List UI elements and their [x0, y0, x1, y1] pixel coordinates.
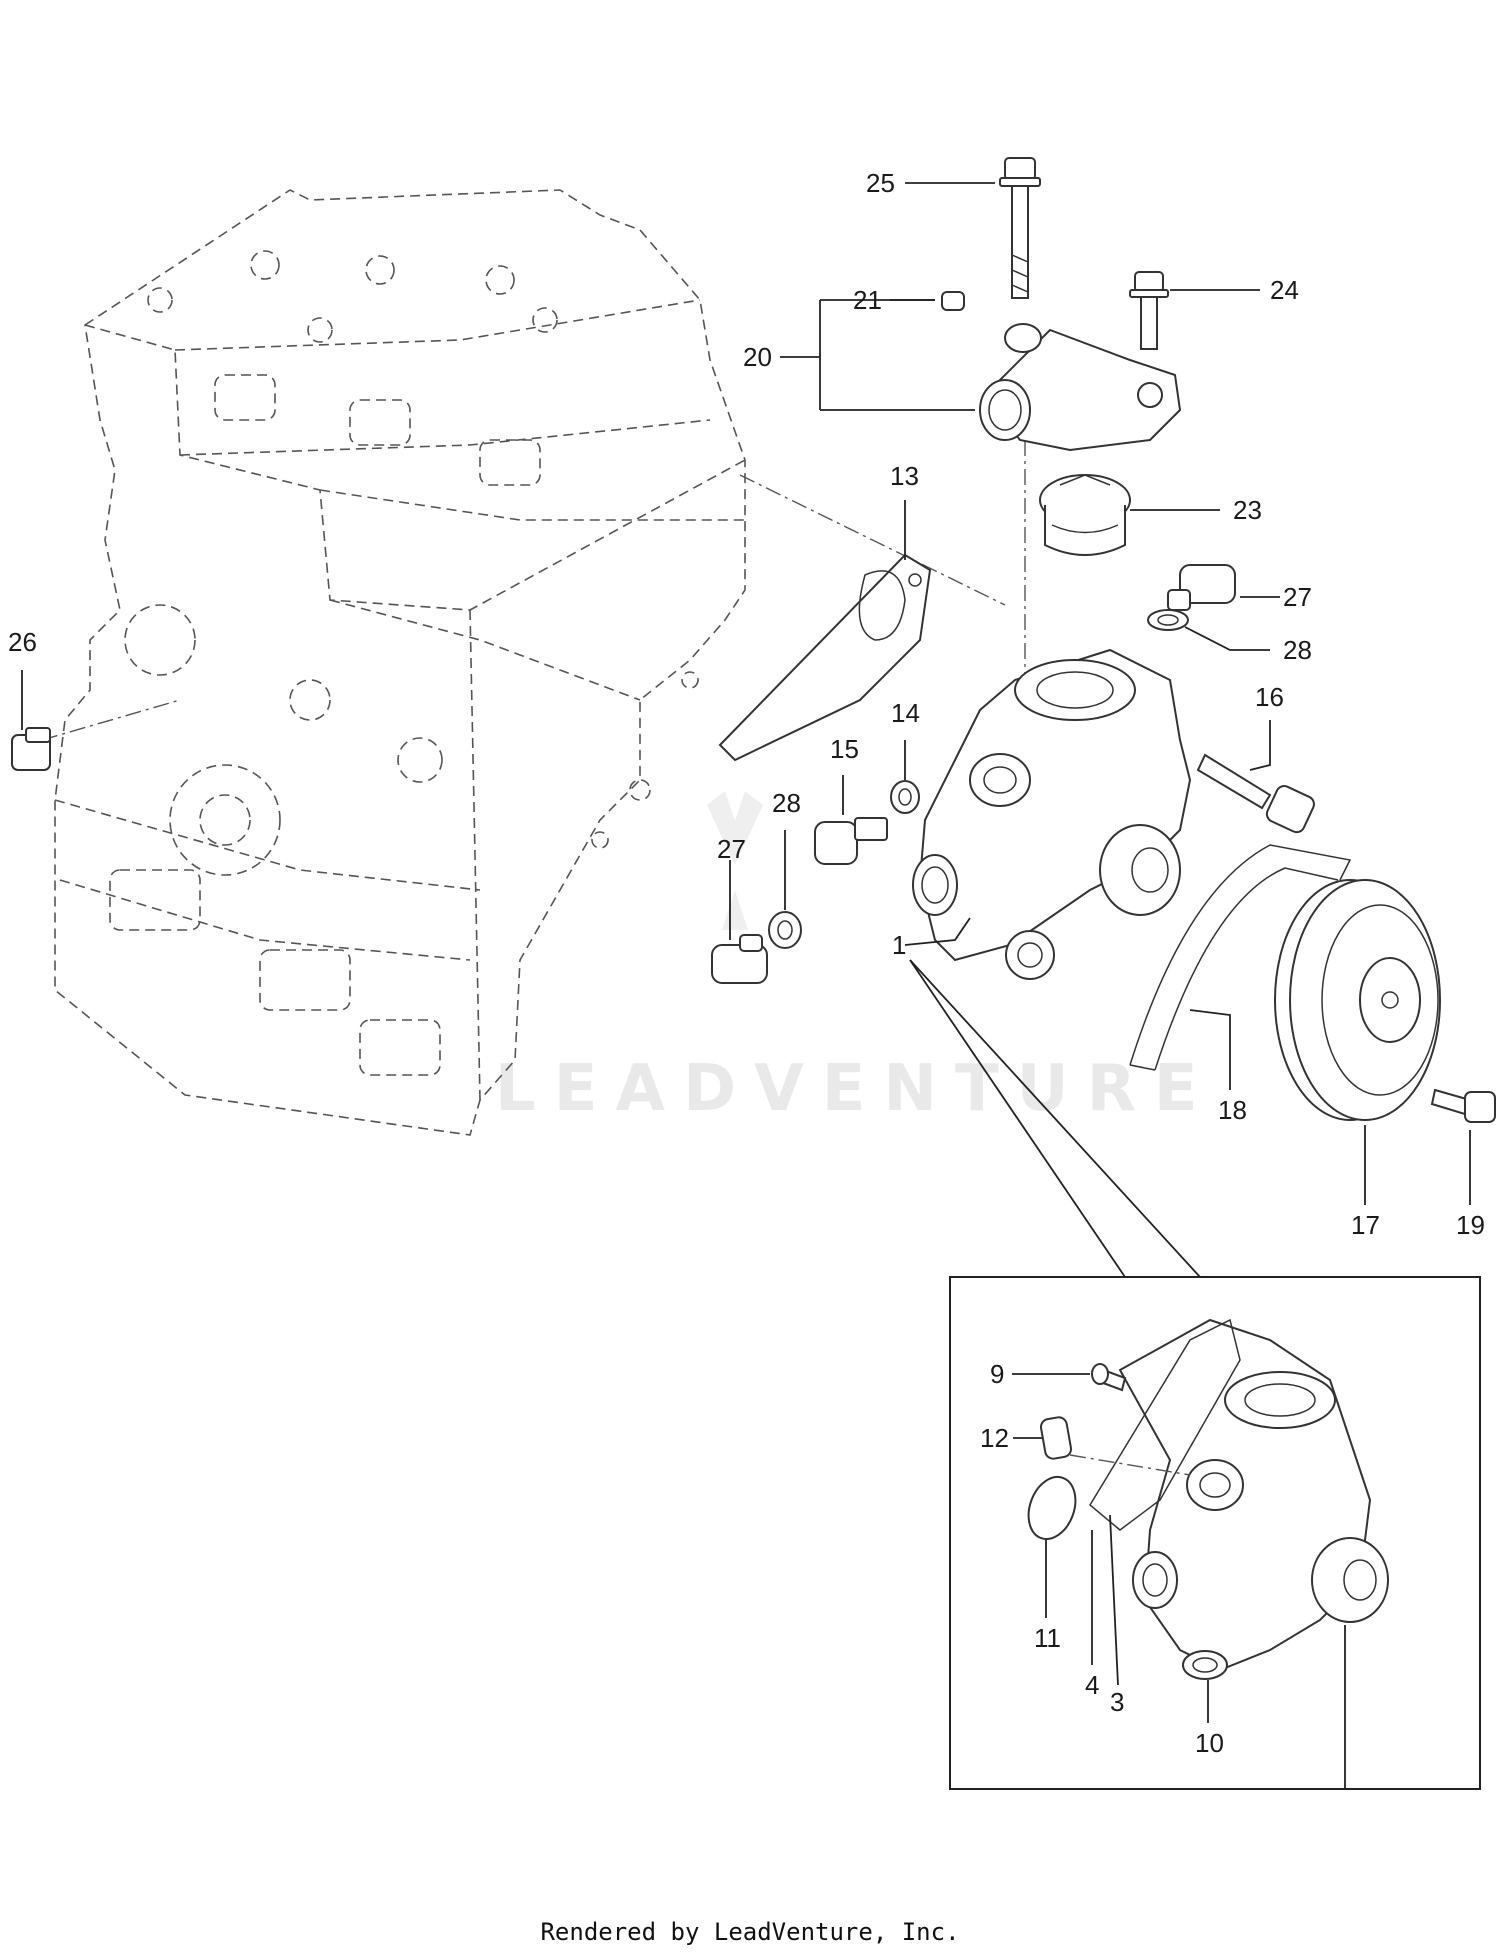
bolt-15 — [814, 817, 888, 865]
bolt-25 — [999, 157, 1041, 299]
watermark-text: LEADVENTURE — [495, 1052, 1216, 1126]
callout-26: 26 — [8, 627, 37, 657]
callout-14: 14 — [891, 698, 920, 728]
gasket-13 — [718, 553, 932, 762]
callout-20: 20 — [743, 342, 772, 372]
callout-16: 16 — [1255, 682, 1284, 712]
callout-24: 24 — [1270, 275, 1299, 305]
callout-21: 21 — [853, 285, 882, 315]
callout-labels: 25 21 24 20 13 23 27 28 26 16 14 15 28 2… — [8, 168, 1485, 1758]
callout-12: 12 — [980, 1423, 1009, 1453]
callout-17: 17 — [1351, 1210, 1380, 1240]
washer-28-upper — [1147, 609, 1189, 631]
callout-3: 3 — [1110, 1687, 1124, 1717]
watermark-logo — [707, 791, 763, 930]
washer-14 — [890, 780, 920, 814]
seal-10 — [1182, 1650, 1228, 1680]
washer-28-lower — [768, 911, 802, 949]
callout-4: 4 — [1085, 1670, 1099, 1700]
thermostat-23 — [1039, 474, 1131, 556]
callout-19: 19 — [1456, 1210, 1485, 1240]
callout-11: 11 — [1034, 1623, 1061, 1653]
pulley-17 — [1274, 879, 1441, 1121]
leader-lines — [21, 182, 1471, 1723]
callout-9: 9 — [990, 1359, 1004, 1389]
bolt-16 — [1196, 753, 1315, 834]
engine-block — [54, 189, 746, 1136]
footer-credit: Rendered by LeadVenture, Inc. — [540, 1918, 959, 1946]
pump-body-3 — [1118, 1318, 1389, 1672]
callout-1: 1 — [892, 930, 906, 960]
plug-27-upper — [1167, 564, 1236, 611]
thermostat-housing-20 — [979, 323, 1182, 452]
v-belt-18 — [1129, 844, 1352, 1071]
callout-15: 15 — [830, 734, 859, 764]
plug-26 — [11, 727, 51, 771]
detail-inset — [909, 959, 1481, 1790]
o-ring-11 — [1027, 1476, 1077, 1540]
bolt-24 — [1129, 271, 1169, 350]
screw-9 — [1091, 1363, 1127, 1392]
alignment-lines — [41, 440, 1026, 741]
callout-13: 13 — [890, 461, 919, 491]
callout-10: 10 — [1195, 1728, 1224, 1758]
gasket-4 — [1089, 1318, 1241, 1531]
plug-12 — [1039, 1416, 1073, 1460]
callout-27-lower: 27 — [717, 834, 746, 864]
bolt-19 — [1430, 1088, 1496, 1123]
callout-25: 25 — [866, 168, 895, 198]
callout-28-upper: 28 — [1283, 635, 1312, 665]
plug-21 — [941, 291, 965, 311]
callout-27-upper: 27 — [1283, 582, 1312, 612]
callout-23: 23 — [1233, 495, 1262, 525]
callout-28-lower: 28 — [772, 788, 801, 818]
callout-18: 18 — [1218, 1095, 1247, 1125]
water-pump-1 — [912, 648, 1192, 980]
plug-27-lower — [711, 934, 768, 984]
